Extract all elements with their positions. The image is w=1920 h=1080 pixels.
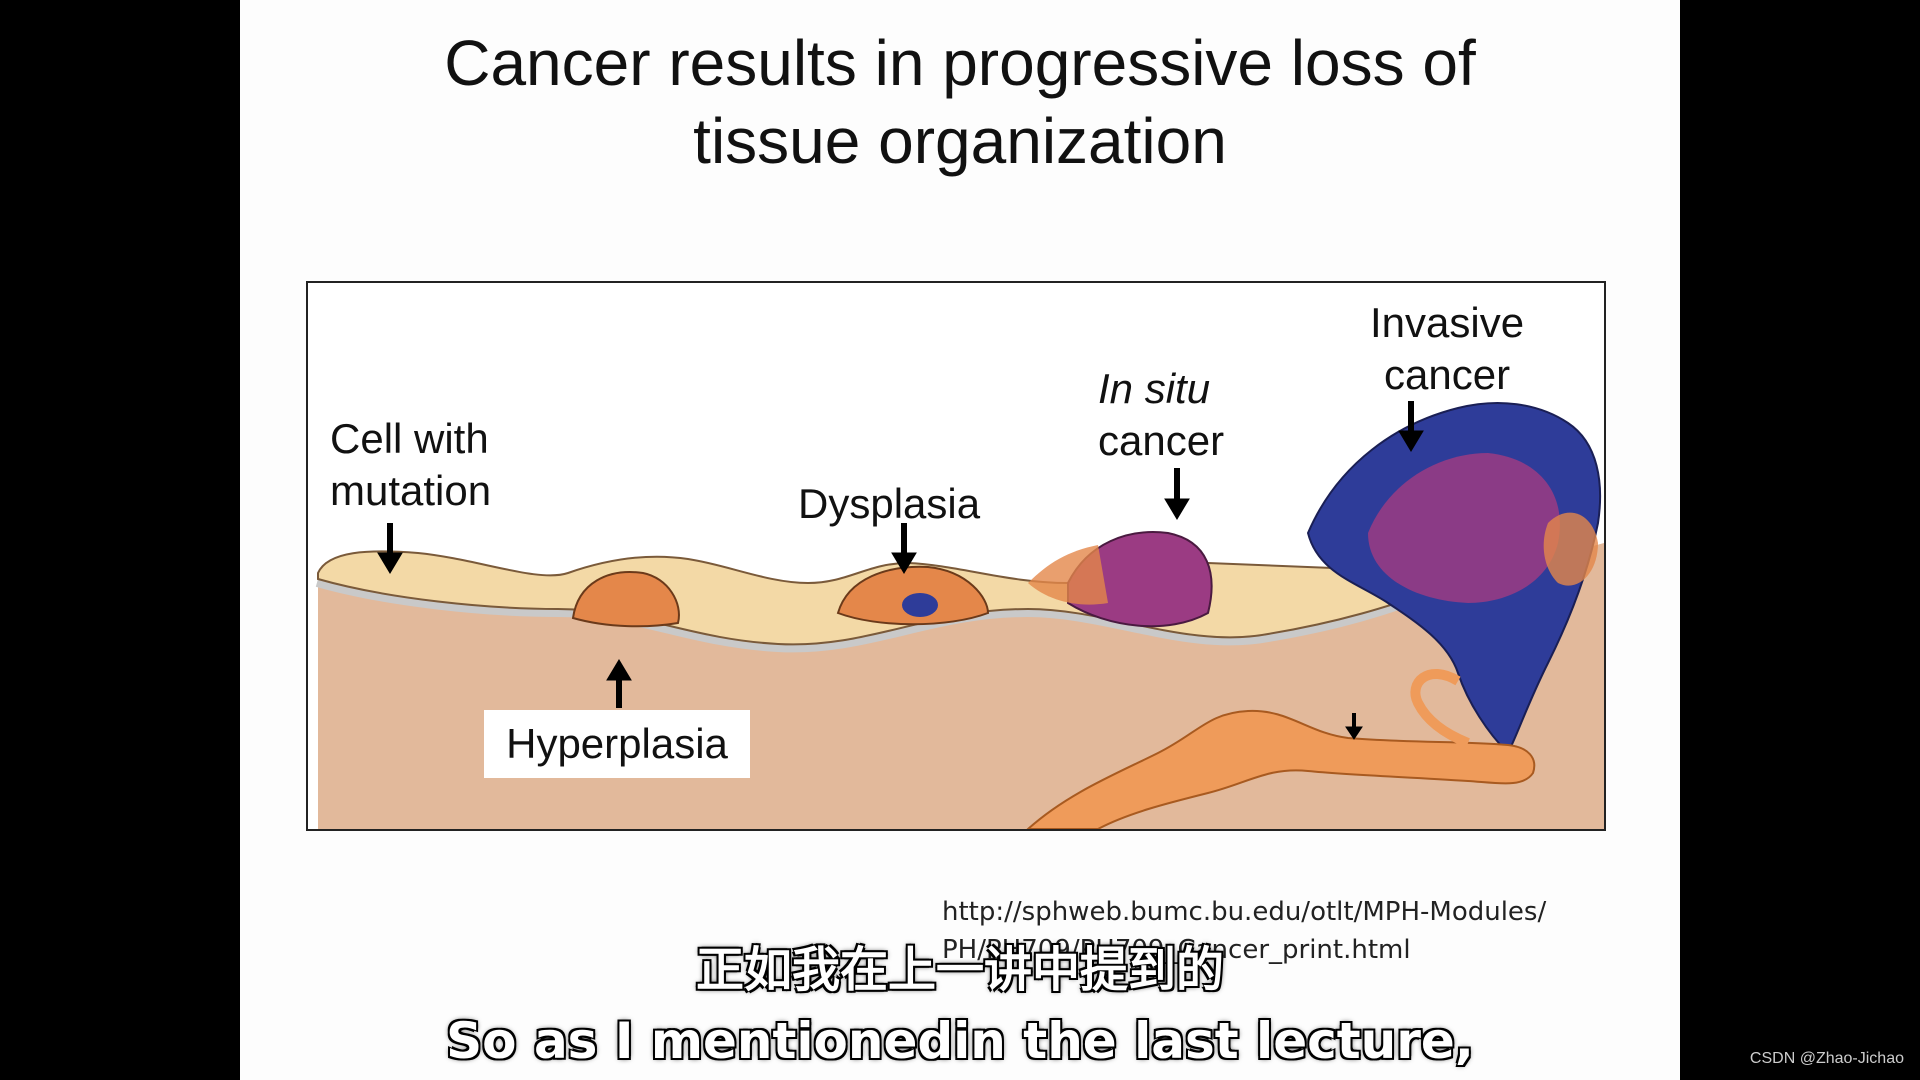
invasive-purple-region [1368, 453, 1560, 603]
invasive-orange-region [1543, 512, 1598, 586]
arrow-cell-mutation [377, 523, 403, 574]
label-in-situ-line-1: In situ [1098, 365, 1211, 412]
label-in-situ-line-2: cancer [1098, 417, 1225, 464]
blood-vessel [1026, 709, 1536, 829]
dysplasia-blue-cells [902, 593, 938, 617]
arrow-hyperplasia [606, 659, 632, 708]
arrow-invasive [1398, 401, 1424, 452]
in-situ-orange-cells [1028, 545, 1108, 605]
arrow-dysplasia [891, 523, 917, 574]
label-in-situ-cancer: In situ cancer [1098, 363, 1224, 467]
hyperplasia-cluster [571, 571, 680, 628]
source-line-1: http://sphweb.bumc.bu.edu/otlt/MPH-Modul… [942, 897, 1547, 927]
label-cell-with-line-1: Cell with [330, 415, 489, 462]
subtitle-english: So as I mentionedin the last lecture, [446, 1012, 1474, 1070]
title-line-1: Cancer results in progressive loss of [444, 27, 1476, 99]
tissue-diagram: Cell with mutation Dysplasia In situ can… [306, 281, 1606, 831]
label-invasive-cancer: Invasive cancer [1370, 297, 1524, 401]
label-invasive-line-2: cancer [1384, 351, 1511, 398]
source-line-2: PH/PH709/PH709_Cancer_print.html [942, 935, 1411, 965]
subtitle-chinese: 正如我在上一讲中提到的 [695, 942, 1224, 998]
presentation-slide: Cancer results in progressive loss of ti… [240, 0, 1680, 1080]
label-cell-with-line-2: mutation [330, 467, 492, 514]
label-invasive-line-1: Invasive [1370, 299, 1525, 346]
label-hyperplasia: Hyperplasia [484, 710, 750, 778]
title-line-2: tissue organization [693, 105, 1227, 177]
label-cell-with-mutation: Cell with mutation [330, 413, 491, 517]
source-citation: http://sphweb.bumc.bu.edu/otlt/MPH-Modul… [942, 893, 1546, 969]
watermark: CSDN @Zhao-Jichao [1749, 1050, 1904, 1067]
label-dysplasia: Dysplasia [798, 480, 981, 527]
slide-title: Cancer results in progressive loss of ti… [240, 24, 1680, 180]
arrow-in-situ [1164, 468, 1190, 520]
vessel-branch [1410, 669, 1470, 748]
arrow-vessel [1345, 713, 1363, 740]
